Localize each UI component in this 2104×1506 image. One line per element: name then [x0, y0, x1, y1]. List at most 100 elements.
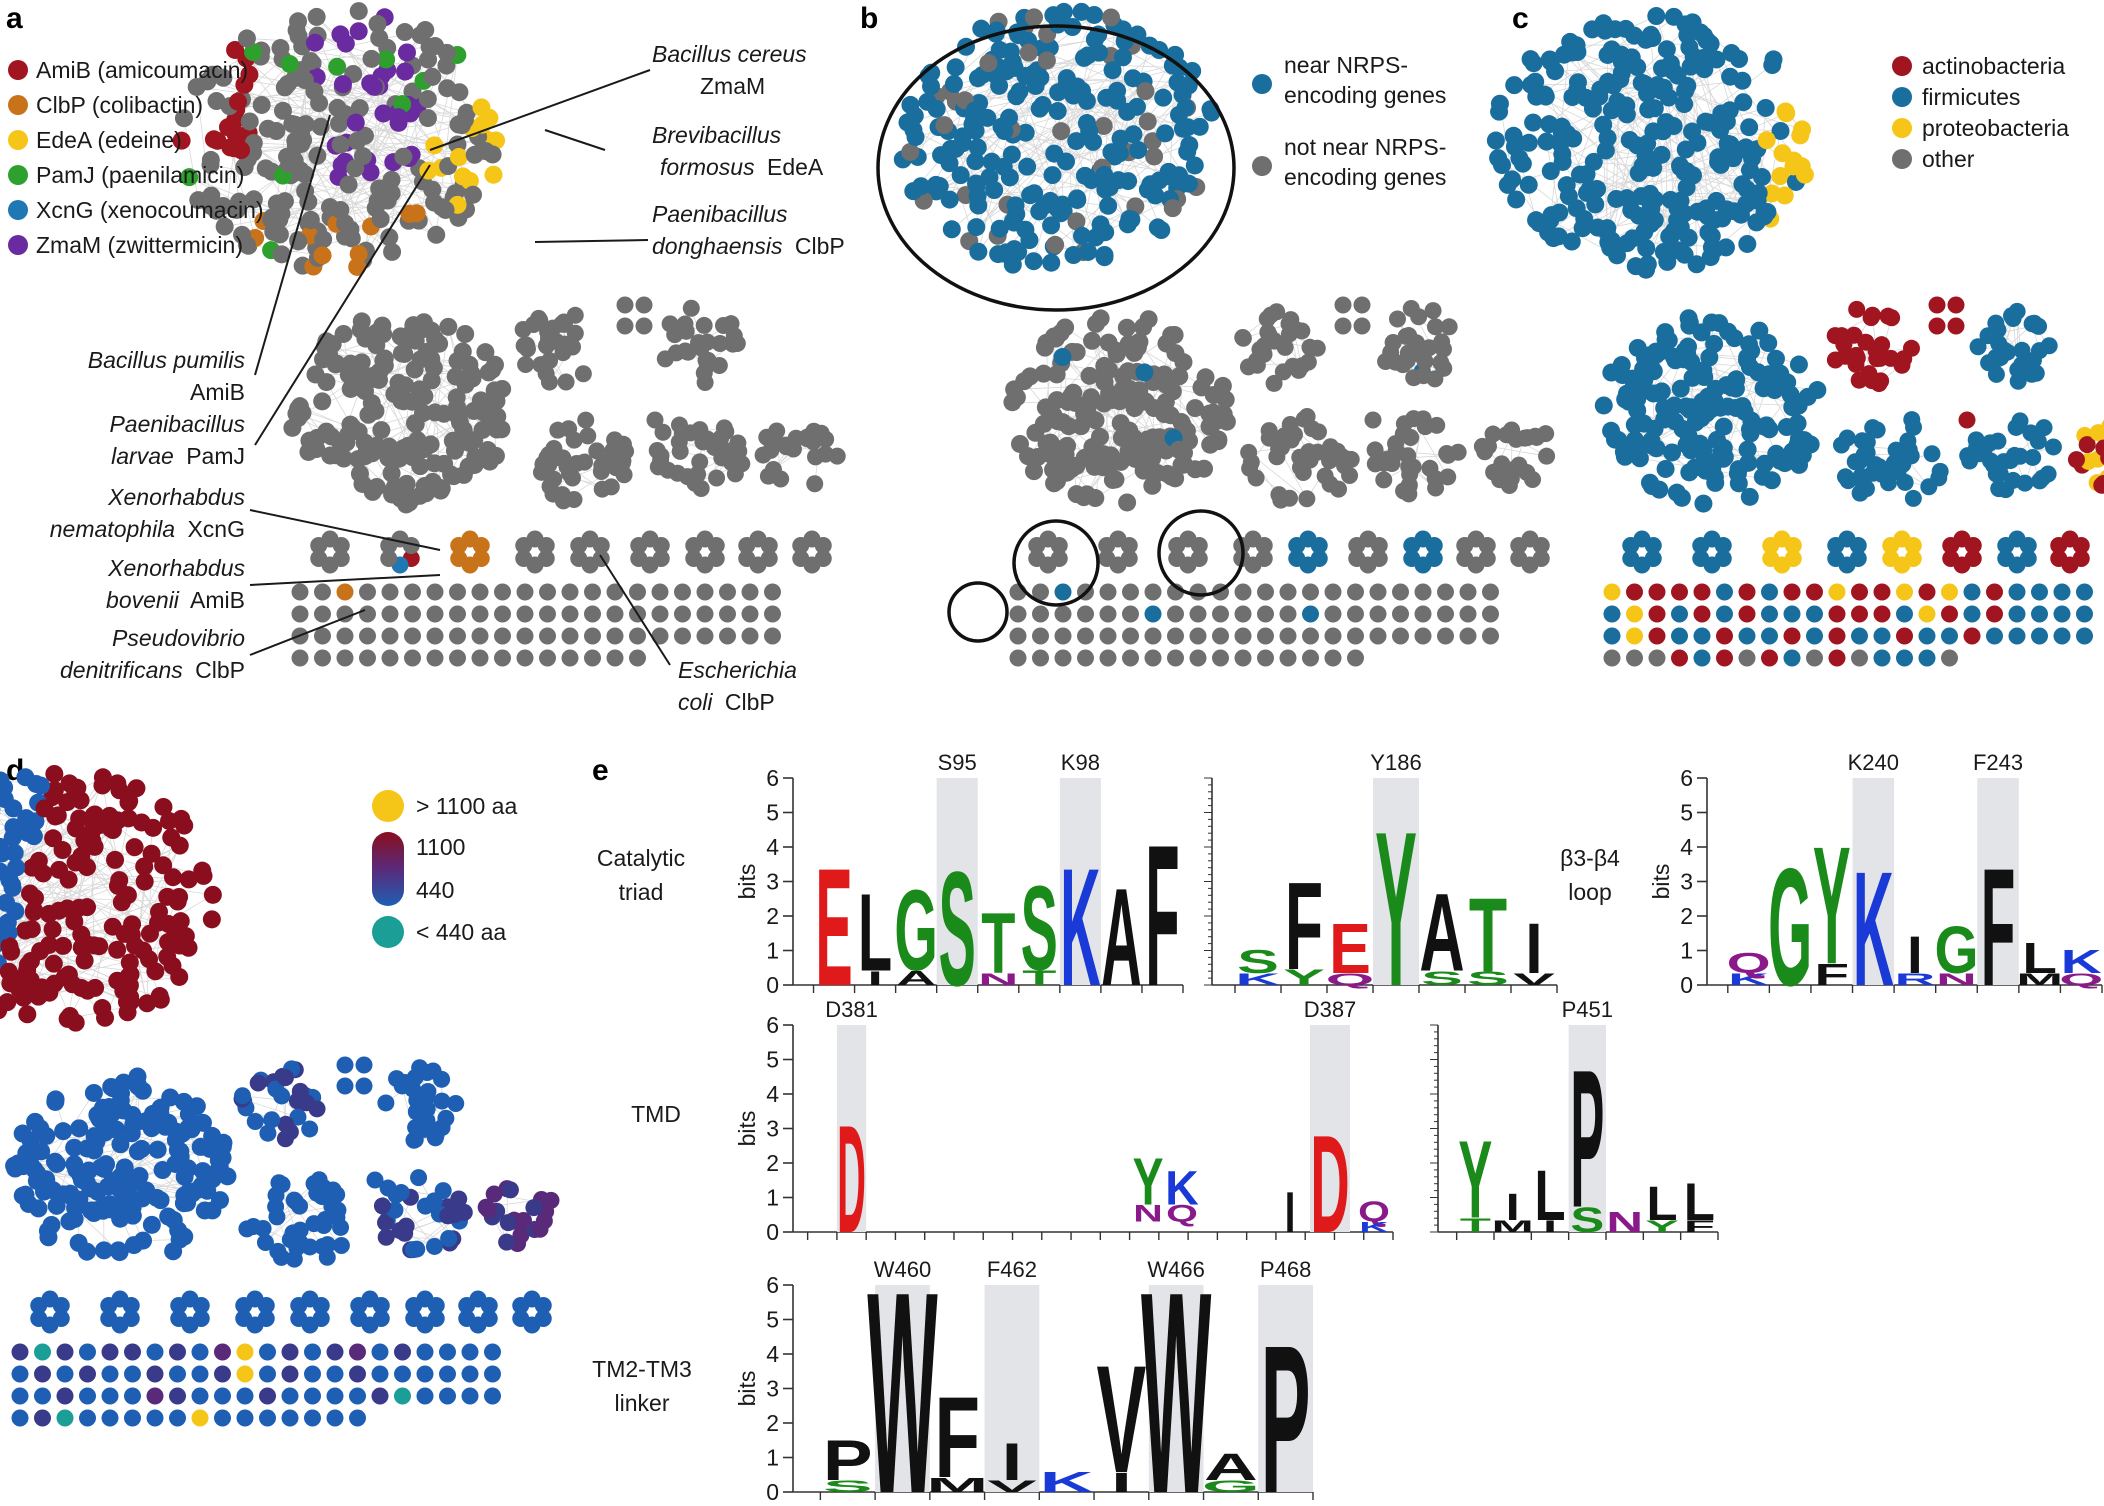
network-edge	[105, 819, 148, 1004]
network-node	[1054, 583, 1072, 601]
network-node	[119, 1179, 138, 1198]
network-node	[281, 1387, 299, 1405]
network-node	[1738, 440, 1757, 459]
network-node	[1053, 348, 1072, 367]
network-node	[715, 419, 733, 437]
network-panel-b	[893, 2, 1556, 667]
network-node	[453, 433, 472, 452]
network-node	[275, 78, 294, 97]
network-node	[540, 446, 558, 464]
network-node	[1369, 583, 1387, 601]
network-node	[1426, 318, 1444, 336]
network-node	[336, 34, 355, 53]
network-node	[1067, 343, 1086, 362]
network-node	[172, 809, 191, 828]
network-node	[691, 453, 709, 471]
logo-letter: I	[1111, 1467, 1132, 1498]
network-node	[394, 1343, 411, 1361]
logo-letter: K	[1040, 1466, 1094, 1498]
network-node	[25, 1160, 44, 1179]
network-node	[170, 1310, 188, 1327]
network-node	[367, 370, 386, 389]
network-node	[17, 809, 36, 828]
network-node	[448, 351, 467, 370]
logo-y-tick-label: 3	[1680, 869, 1693, 895]
network-node	[305, 33, 324, 52]
network-node	[1899, 432, 1917, 450]
network-node	[1099, 196, 1118, 215]
network-node	[24, 903, 43, 922]
network-edge	[317, 112, 399, 259]
legend-label-not-near-nrps-2: encoding genes	[1284, 164, 1446, 190]
network-node	[1671, 379, 1690, 398]
network-node	[312, 1297, 330, 1314]
network-node	[359, 627, 376, 645]
highlight-circle-4	[947, 581, 1009, 643]
network-node	[1119, 442, 1138, 461]
network-node	[741, 627, 759, 645]
network-node	[1395, 482, 1413, 500]
network-node	[315, 1179, 333, 1197]
network-node	[18, 1005, 37, 1024]
logo-letter: G	[1202, 1477, 1260, 1496]
network-node	[423, 67, 442, 86]
network-node	[1505, 76, 1524, 95]
network-node	[967, 218, 986, 237]
network-node	[0, 921, 12, 940]
network-node	[1392, 605, 1409, 623]
logo-letter: S	[823, 1477, 873, 1496]
logo-highlight-column	[1310, 1025, 1350, 1232]
network-node	[484, 1365, 501, 1383]
logo-letter: N	[1133, 1201, 1162, 1227]
network-node	[249, 1074, 267, 1092]
network-node	[2008, 583, 2026, 601]
label-paenibacillus-d-line2: donghaensis ClbP	[652, 233, 845, 259]
network-edge	[1615, 121, 1728, 200]
network-node	[313, 246, 332, 265]
network-node	[1366, 441, 1384, 459]
network-node	[214, 1387, 231, 1405]
network-node	[1078, 46, 1097, 65]
network-node	[1705, 334, 1724, 353]
network-node	[1257, 649, 1274, 667]
network-node	[1077, 605, 1094, 623]
label-xenorhabdus-n: Xenorhabdus	[107, 484, 245, 510]
network-node	[1644, 384, 1663, 403]
network-node	[1103, 61, 1122, 80]
logo-letter: Q	[1727, 947, 1771, 980]
network-node	[1505, 137, 1524, 156]
network-edge	[1697, 142, 1717, 202]
network-node	[1563, 88, 1582, 107]
logo-position-label: K240	[1848, 750, 1899, 775]
network-node	[1620, 130, 1639, 149]
network-node	[1763, 56, 1782, 75]
network-node	[1692, 550, 1710, 567]
network-node	[176, 927, 195, 946]
network-node	[18, 955, 37, 974]
network-node	[652, 452, 670, 470]
network-node	[1421, 459, 1439, 477]
network-node	[1241, 459, 1259, 477]
network-node	[320, 198, 339, 217]
network-node	[629, 627, 646, 645]
network-node	[256, 1233, 274, 1251]
network-node	[321, 446, 340, 465]
network-node	[741, 583, 759, 601]
network-node	[635, 296, 653, 314]
network-node	[285, 1191, 303, 1209]
network-node	[280, 154, 299, 173]
network-node	[273, 101, 292, 120]
network-node	[539, 627, 556, 645]
network-node	[56, 1343, 74, 1361]
network-node	[419, 50, 438, 69]
network-node	[357, 441, 376, 460]
network-node	[1122, 583, 1139, 601]
network-node	[376, 188, 395, 207]
label-xenorhabdus-b: Xenorhabdus	[107, 555, 245, 581]
network-node	[259, 1409, 276, 1427]
legend-panel-d: > 1100 aa 1100 440 < 440 aa	[372, 790, 517, 948]
network-node	[84, 1083, 103, 1102]
network-node	[433, 1092, 451, 1110]
network-node	[1663, 225, 1682, 244]
network-node	[5, 843, 24, 862]
